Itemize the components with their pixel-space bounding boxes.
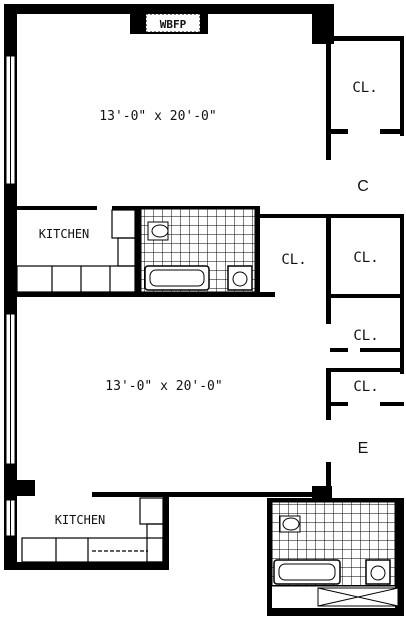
closet-label: CL. — [352, 80, 377, 96]
wall-middle — [17, 292, 275, 297]
wall-closet-column-right — [400, 36, 404, 136]
bath-upper — [140, 208, 256, 293]
kitchen-upper-label: KITCHEN — [39, 227, 90, 241]
kitchen-lower-counters — [21, 497, 164, 563]
closet-label: CL. — [353, 250, 378, 266]
kitchen-lower-label: KITCHEN — [55, 513, 106, 527]
closet-label: CL. — [353, 328, 378, 344]
closet-label: CL. — [353, 379, 378, 395]
kitchen-upper-counters — [16, 209, 136, 293]
fireplace: WBFP — [130, 8, 208, 34]
room-upper-label: 13'-0" x 20'-0" — [99, 109, 216, 124]
wall-right-room-upper — [326, 40, 331, 160]
closet-label: CL. — [281, 252, 306, 268]
wall-closet-top — [330, 36, 404, 41]
fireplace-label: WBFP — [160, 18, 187, 31]
wall-pier-top-right — [312, 4, 334, 44]
room-lower-label: 13'-0" x 20'-0" — [105, 379, 222, 394]
marker-e: E — [358, 440, 369, 457]
marker-c: C — [357, 178, 369, 195]
bath-lower — [271, 501, 399, 607]
